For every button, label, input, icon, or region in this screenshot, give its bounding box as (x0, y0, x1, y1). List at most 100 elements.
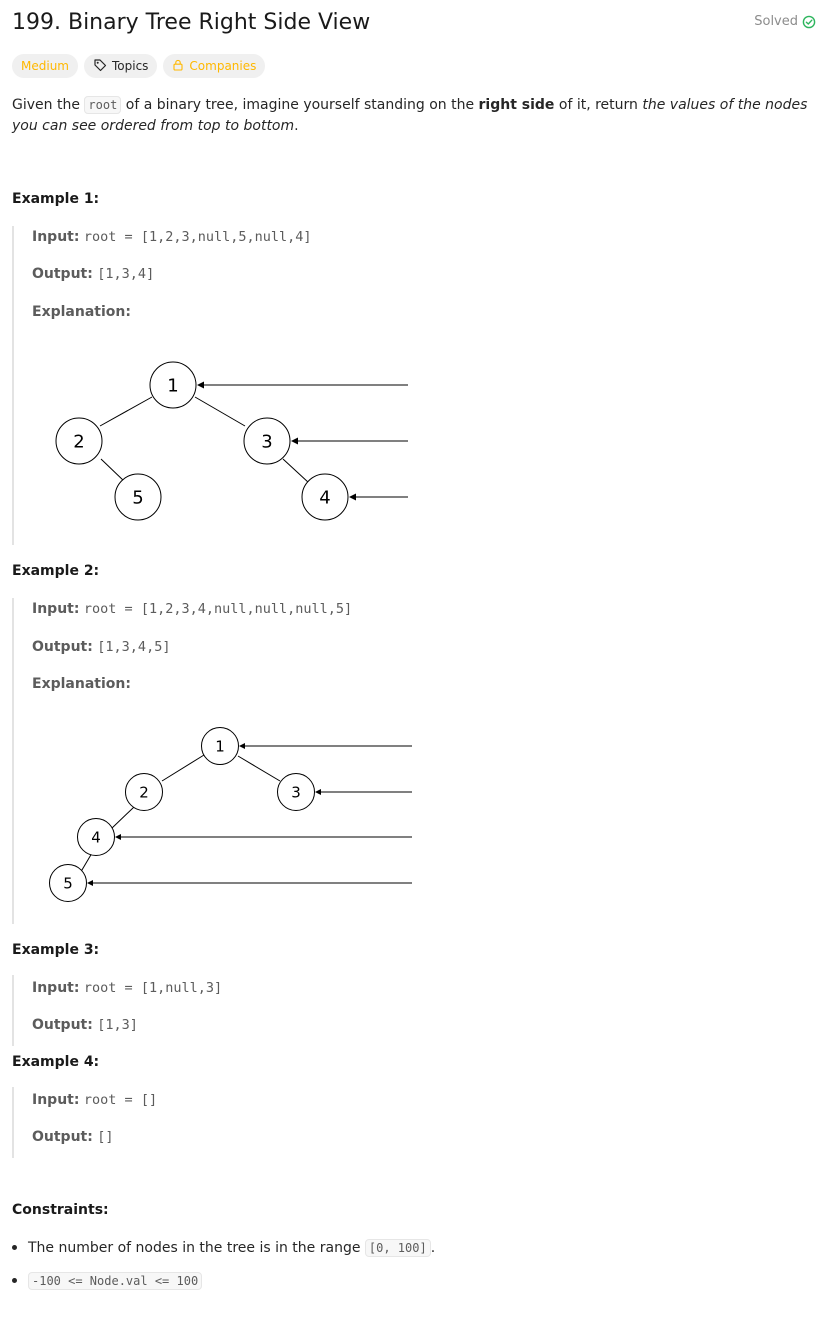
tree-node (77, 818, 115, 856)
example-1-block: Input: root = [1,2,3,null,5,null,4] Outp… (12, 226, 512, 545)
example-1-explanation: Explanation: (32, 302, 131, 322)
tree-edge (282, 458, 310, 484)
arrow-head (239, 743, 245, 749)
arrow-head (115, 834, 121, 840)
example-1-output: Output: [1,3,4] (32, 264, 154, 284)
output-value: [1,3] (97, 1017, 138, 1033)
tree-node (55, 417, 103, 465)
node-label: 4 (91, 829, 101, 847)
tree-node (114, 473, 162, 521)
output-label: Output: (32, 1129, 93, 1145)
example-3-input: Input: root = [1,null,3] (32, 978, 222, 998)
companies-label: Companies (189, 59, 257, 73)
input-label: Input: (32, 980, 80, 996)
constraint-item: -100 <= Node.val <= 100 (12, 1269, 435, 1293)
input-label: Input: (32, 1092, 80, 1108)
output-value: [] (97, 1129, 114, 1145)
tree-node (201, 727, 239, 765)
output-label: Output: (32, 1017, 93, 1033)
node-label: 4 (319, 488, 330, 509)
tree-edge (194, 396, 246, 427)
tree-node (149, 361, 197, 409)
solved-label: Solved (754, 14, 798, 29)
output-label: Output: (32, 639, 93, 655)
arrow-head (87, 880, 93, 886)
example-4-input: Input: root = [] (32, 1090, 157, 1110)
tree-node (243, 417, 291, 465)
companies-button[interactable]: Companies (163, 54, 266, 78)
constraint-code: -100 <= Node.val <= 100 (28, 1272, 203, 1290)
arrow-head (349, 493, 356, 501)
tree-node (49, 864, 87, 902)
arrow-head (291, 437, 298, 445)
example-2-title: Example 2: (12, 563, 100, 579)
output-value: [1,3,4,5] (97, 639, 171, 655)
output-label: Output: (32, 266, 93, 282)
tree-node (301, 473, 349, 521)
tag-row: Medium Topics Companies (12, 54, 266, 78)
example-1-title: Example 1: (12, 191, 100, 207)
desc-text: Given the (12, 97, 85, 113)
input-label: Input: (32, 601, 80, 617)
node-label: 1 (215, 738, 225, 756)
desc-text: of a binary tree, imagine yourself stand… (121, 97, 479, 113)
example-4-output: Output: [] (32, 1127, 114, 1147)
constraint-code: [0, 100] (364, 1239, 431, 1257)
node-label: 2 (73, 432, 84, 453)
desc-text: . (294, 118, 299, 134)
problem-header: 199. Binary Tree Right Side View Solved (12, 8, 816, 40)
constraint-item: The number of nodes in the tree is in th… (12, 1236, 435, 1260)
difficulty-label: Medium (21, 59, 69, 73)
input-value: root = [1,null,3] (83, 980, 223, 996)
tree-node (125, 773, 163, 811)
example-2-explanation: Explanation: (32, 674, 131, 694)
constraint-text: . (430, 1240, 436, 1256)
problem-description: Given the root of a binary tree, imagine… (12, 95, 808, 137)
check-circle-icon (802, 15, 816, 29)
solved-status: Solved (754, 14, 816, 29)
problem-title: 199. Binary Tree Right Side View (12, 10, 371, 35)
input-value: root = [1,2,3,null,5,null,4] (83, 229, 312, 245)
constraints-list: The number of nodes in the tree is in th… (12, 1236, 435, 1302)
code-root: root (84, 96, 122, 114)
output-value: [1,3,4] (97, 266, 155, 282)
input-value: root = [1,2,3,4,null,null,null,5] (83, 601, 353, 617)
example-1-tree-diagram: 1 2 3 5 4 (55, 361, 408, 521)
node-label: 5 (132, 488, 143, 509)
node-label: 3 (291, 784, 301, 802)
arrow-head (315, 789, 321, 795)
tag-icon (93, 58, 107, 75)
desc-bold: right side (478, 97, 555, 113)
example-2-tree-diagram: 1 2 3 4 5 (49, 727, 412, 902)
lock-icon (172, 59, 184, 74)
example-2-output: Output: [1,3,4,5] (32, 637, 170, 657)
example-3-output: Output: [1,3] (32, 1015, 138, 1035)
example-2-input: Input: root = [1,2,3,4,null,null,null,5] (32, 599, 352, 619)
example-1-input: Input: root = [1,2,3,null,5,null,4] (32, 227, 312, 247)
input-label: Input: (32, 229, 80, 245)
tree-edge (237, 755, 281, 782)
example-3-title: Example 3: (12, 942, 100, 958)
node-label: 1 (167, 376, 178, 397)
node-label: 3 (261, 432, 272, 453)
tree-edge (99, 396, 153, 427)
constraint-text: The number of nodes in the tree is in th… (28, 1240, 361, 1256)
arrow-head (197, 381, 204, 389)
tree-edge (161, 754, 205, 782)
desc-italic: the values of the nodes you can see orde… (12, 97, 808, 134)
input-value: root = [] (83, 1092, 158, 1108)
tree-node (277, 773, 315, 811)
topics-button[interactable]: Topics (83, 54, 158, 78)
node-label: 2 (139, 784, 149, 802)
desc-text: of it, return (554, 97, 643, 113)
node-label: 5 (63, 875, 73, 893)
explanation-label: Explanation: (32, 676, 131, 692)
tree-edge (110, 806, 135, 830)
example-4-title: Example 4: (12, 1054, 100, 1070)
tree-edge (100, 458, 126, 483)
difficulty-badge: Medium (12, 54, 78, 78)
explanation-label: Explanation: (32, 304, 131, 320)
example-3-block: Input: root = [1,null,3] Output: [1,3] (12, 975, 512, 1046)
constraints-title: Constraints: (12, 1202, 109, 1218)
